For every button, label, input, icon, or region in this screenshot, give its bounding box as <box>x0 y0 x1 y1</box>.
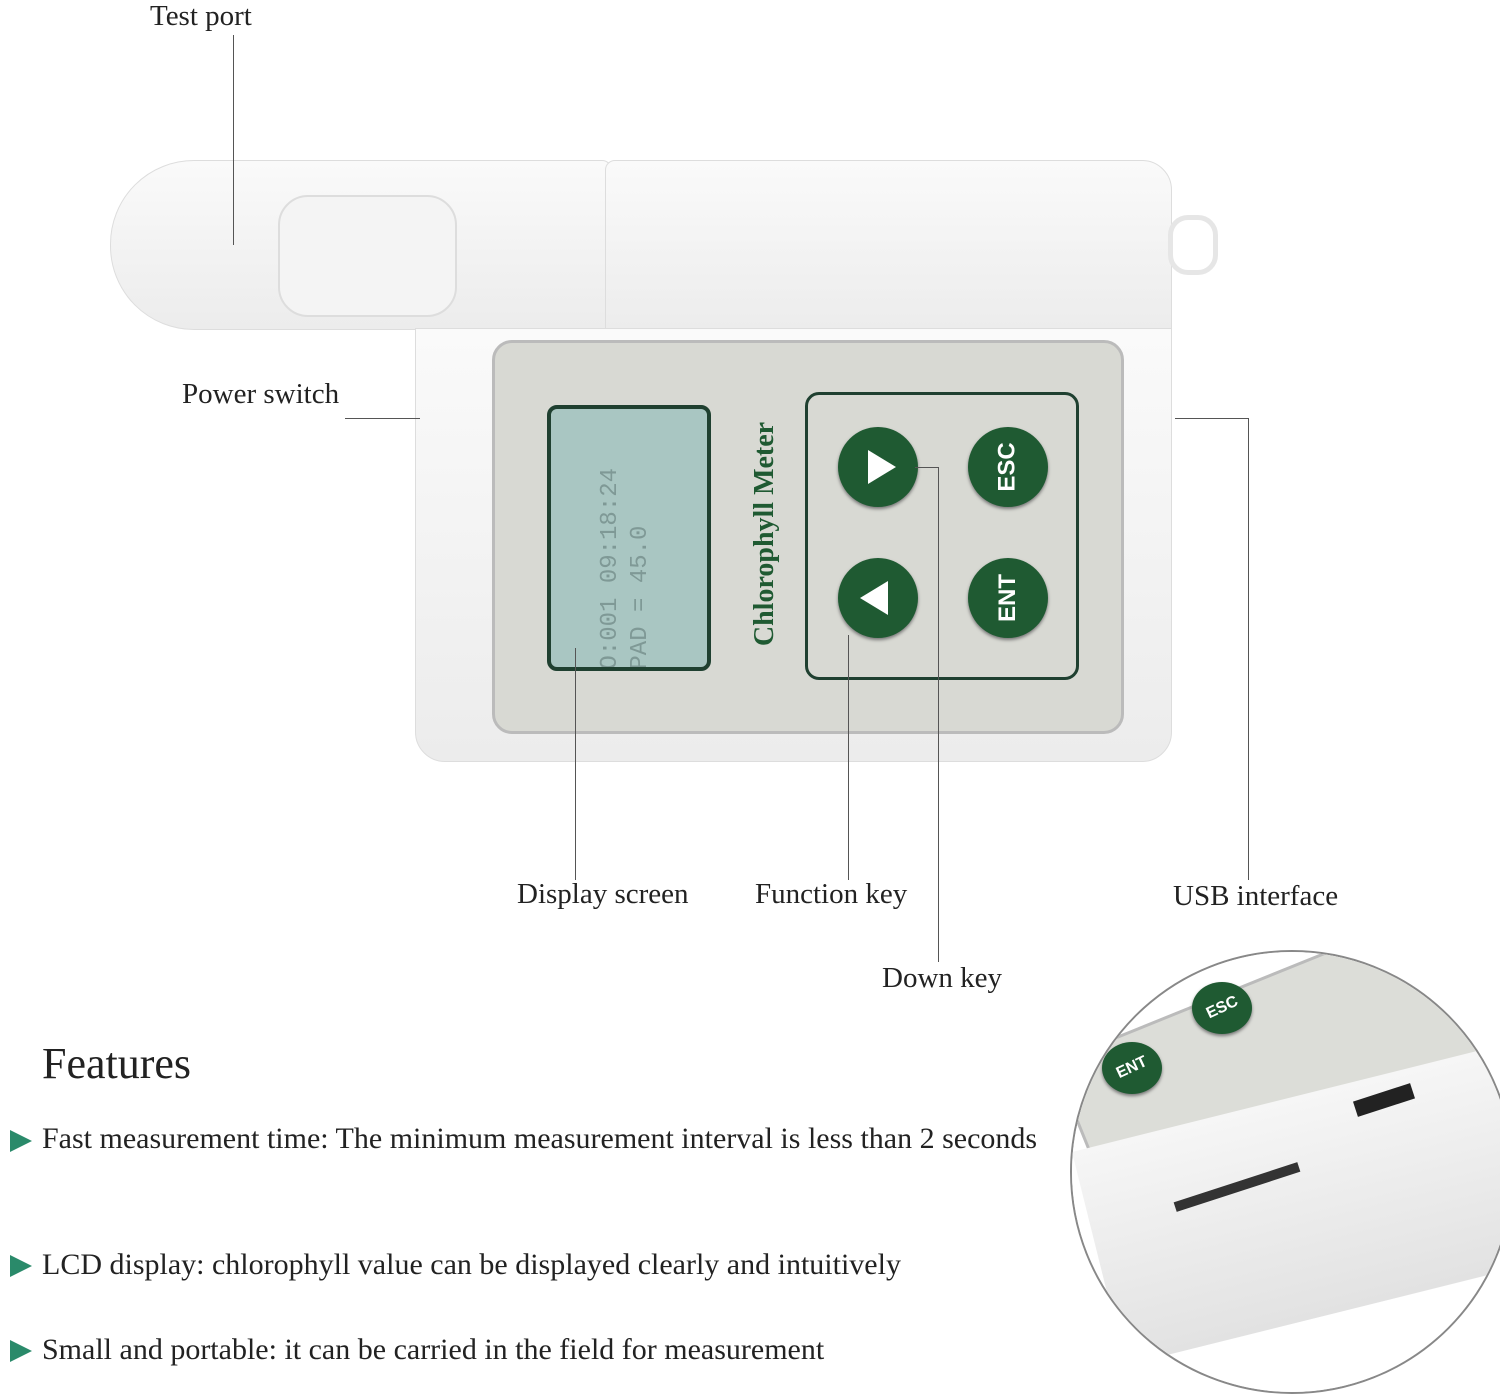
arrow-right-icon <box>10 1255 32 1277</box>
label-power-switch: Power switch <box>182 378 340 410</box>
lcd-line: NO:001 09:18:24 <box>597 467 624 671</box>
label-down-key: Down key <box>882 962 1003 994</box>
callout-line <box>1248 418 1249 880</box>
arrow-right-icon <box>10 1340 32 1362</box>
ent-key[interactable]: ENT <box>968 558 1048 638</box>
lanyard-loop <box>1168 215 1218 275</box>
callout-line <box>345 418 420 419</box>
esc-key[interactable]: ESC <box>968 427 1048 507</box>
inset-closeup: ENT ESC <box>1070 950 1500 1394</box>
feature-item: Fast measurement time: The minimum measu… <box>42 1122 1038 1155</box>
keypad <box>805 392 1079 680</box>
callout-line <box>915 467 939 468</box>
features-heading: Features <box>42 1039 192 1088</box>
label-function-key: Function key <box>755 878 908 910</box>
inset-esc-key: ESC <box>1192 982 1252 1034</box>
brand-label: Chlorophyll Meter <box>749 421 780 647</box>
callout-line <box>1175 418 1249 419</box>
down-key[interactable] <box>838 558 918 638</box>
feature-item: LCD display: chlorophyll value can be di… <box>42 1248 901 1281</box>
device-top <box>605 160 1172 332</box>
triangle-right-icon <box>868 450 896 484</box>
function-key[interactable] <box>838 427 918 507</box>
label-test-port: Test port <box>150 0 252 32</box>
inset-ent-key: ENT <box>1102 1042 1162 1094</box>
callout-line <box>938 467 939 962</box>
lcd-line: SPAD = 45.0 <box>627 525 654 671</box>
label-display-screen: Display screen <box>517 878 689 910</box>
feature-item: Small and portable: it can be carried in… <box>42 1333 825 1366</box>
callout-line <box>575 648 576 880</box>
arrow-right-icon <box>10 1130 32 1152</box>
sensor-window <box>278 195 457 317</box>
lcd-screen: NO:001 09:18:24 SPAD = 45.0 <box>547 405 711 671</box>
label-usb-interface: USB interface <box>1173 880 1339 912</box>
triangle-up-icon <box>860 581 888 615</box>
callout-line <box>233 35 234 245</box>
callout-line <box>848 635 849 880</box>
